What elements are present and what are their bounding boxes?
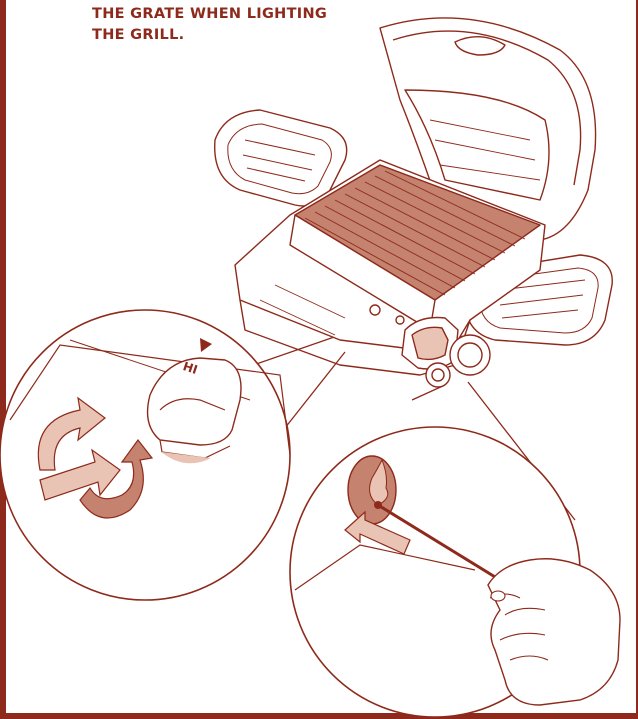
hand-illustration <box>488 559 620 705</box>
bottom-border-bar <box>0 713 638 719</box>
left-border-bar <box>0 0 6 719</box>
grill-illustration <box>215 18 613 387</box>
left-side-table <box>215 110 347 206</box>
match-detail <box>290 427 620 717</box>
knob-detail: HI <box>0 310 290 600</box>
